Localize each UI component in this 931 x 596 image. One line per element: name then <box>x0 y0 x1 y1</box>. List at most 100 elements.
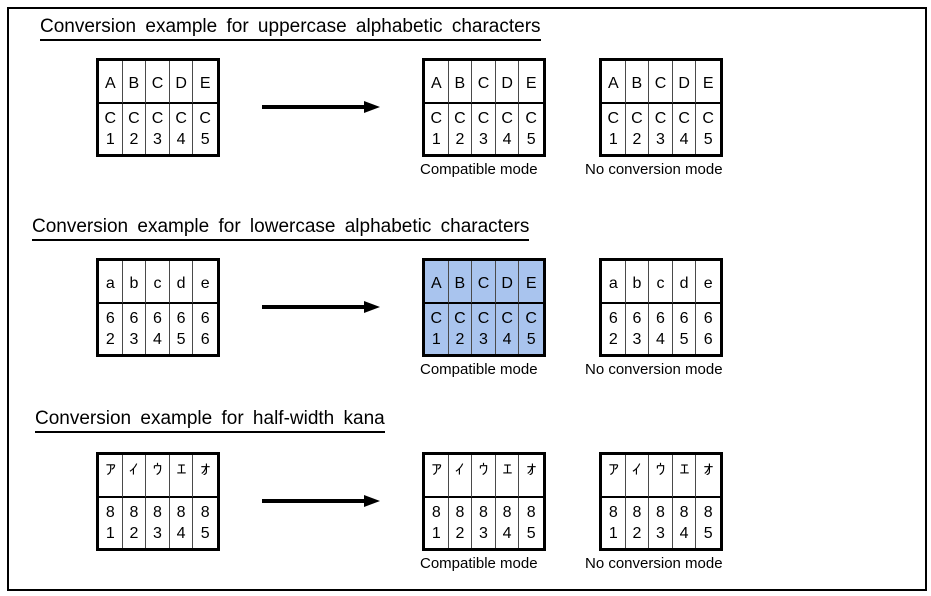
table-cell <box>448 455 473 498</box>
table-cell: A <box>99 61 123 104</box>
table-cell: A <box>425 61 449 104</box>
cell-char: 1 <box>608 131 618 148</box>
table-cell: D <box>495 261 520 304</box>
cell-char: 4 <box>679 525 689 542</box>
cell-char: C <box>454 310 466 327</box>
cell-char: 5 <box>679 331 689 348</box>
table-cell <box>649 455 673 498</box>
table-cell: B <box>448 61 473 104</box>
table-cell: d <box>169 261 194 304</box>
cell-char: C <box>454 110 466 127</box>
compatible-mode-label: Compatible mode <box>420 361 538 378</box>
halfwidth-kana-glyph <box>479 462 488 475</box>
cell-char: C <box>678 110 690 127</box>
halfwidth-kana-glyph <box>703 463 713 475</box>
table-cell: E <box>519 261 543 304</box>
table-cell: C <box>649 61 673 104</box>
cell-char: 8 <box>656 504 665 521</box>
table-cell: C <box>472 261 496 304</box>
table-cell: B <box>122 61 147 104</box>
cell-char: 3 <box>632 331 642 348</box>
cell-char: 1 <box>431 331 441 348</box>
cell-char: 5 <box>703 131 713 148</box>
cell-char: 4 <box>176 525 186 542</box>
table-cell: a <box>99 261 123 304</box>
cell-char: 6 <box>129 310 139 327</box>
cell-char: 2 <box>632 525 642 542</box>
table-cell <box>193 455 217 498</box>
section-lowercase: Conversion example for lowercase alphabe… <box>9 9 925 589</box>
cell-char: 1 <box>431 525 441 542</box>
cell-char: 2 <box>455 331 465 348</box>
cell-char: 8 <box>431 504 441 521</box>
halfwidth-kana-glyph <box>609 464 618 475</box>
table-cell: c <box>146 261 170 304</box>
halfwidth-kana-glyph <box>130 463 138 475</box>
cell-char: 8 <box>526 504 536 521</box>
cell-char: 8 <box>129 504 139 521</box>
cell-char: 1 <box>431 131 441 148</box>
cell-char: 4 <box>176 131 186 148</box>
cell-char: 4 <box>502 525 512 542</box>
cell-char: 8 <box>176 504 186 521</box>
table-cell <box>99 455 123 498</box>
cell-char: C <box>151 110 164 127</box>
cell-char: 5 <box>200 525 210 542</box>
cell-char: 3 <box>656 131 665 148</box>
section-title: Conversion example for uppercase alphabe… <box>40 16 541 41</box>
cell-char: 3 <box>153 131 162 148</box>
compatible-mode-label: Compatible mode <box>420 161 538 178</box>
cell-char: C <box>654 110 667 127</box>
table-cell: E <box>696 61 720 104</box>
cell-char: 3 <box>479 131 488 148</box>
halfwidth-kana-glyph <box>176 464 186 474</box>
table-cell: D <box>169 61 194 104</box>
table-cell: E <box>519 61 543 104</box>
compatible-mode-label: Compatible mode <box>420 555 538 572</box>
cell-char: 2 <box>455 131 465 148</box>
halfwidth-kana-glyph <box>502 464 512 474</box>
cell-char: 8 <box>502 504 512 521</box>
cell-char: C <box>175 110 187 127</box>
table-cell: e <box>193 261 217 304</box>
no-conversion-mode-label: No conversion mode <box>585 555 723 572</box>
table-cell: a <box>602 261 626 304</box>
table-cell: c <box>649 261 673 304</box>
halfwidth-kana-glyph <box>633 463 641 475</box>
table-cell: d <box>672 261 697 304</box>
table-cell: C <box>146 61 170 104</box>
cell-char: 3 <box>479 331 488 348</box>
table-cell: A <box>425 261 449 304</box>
cell-char: 8 <box>105 504 115 521</box>
table-cell <box>472 455 496 498</box>
cell-char: 5 <box>526 525 536 542</box>
cell-char: 4 <box>502 331 512 348</box>
table-cell <box>425 455 449 498</box>
no-conversion-mode-label: No conversion mode <box>585 361 723 378</box>
cell-char: 4 <box>153 331 162 348</box>
cell-char: C <box>501 110 513 127</box>
cell-char: C <box>631 110 643 127</box>
